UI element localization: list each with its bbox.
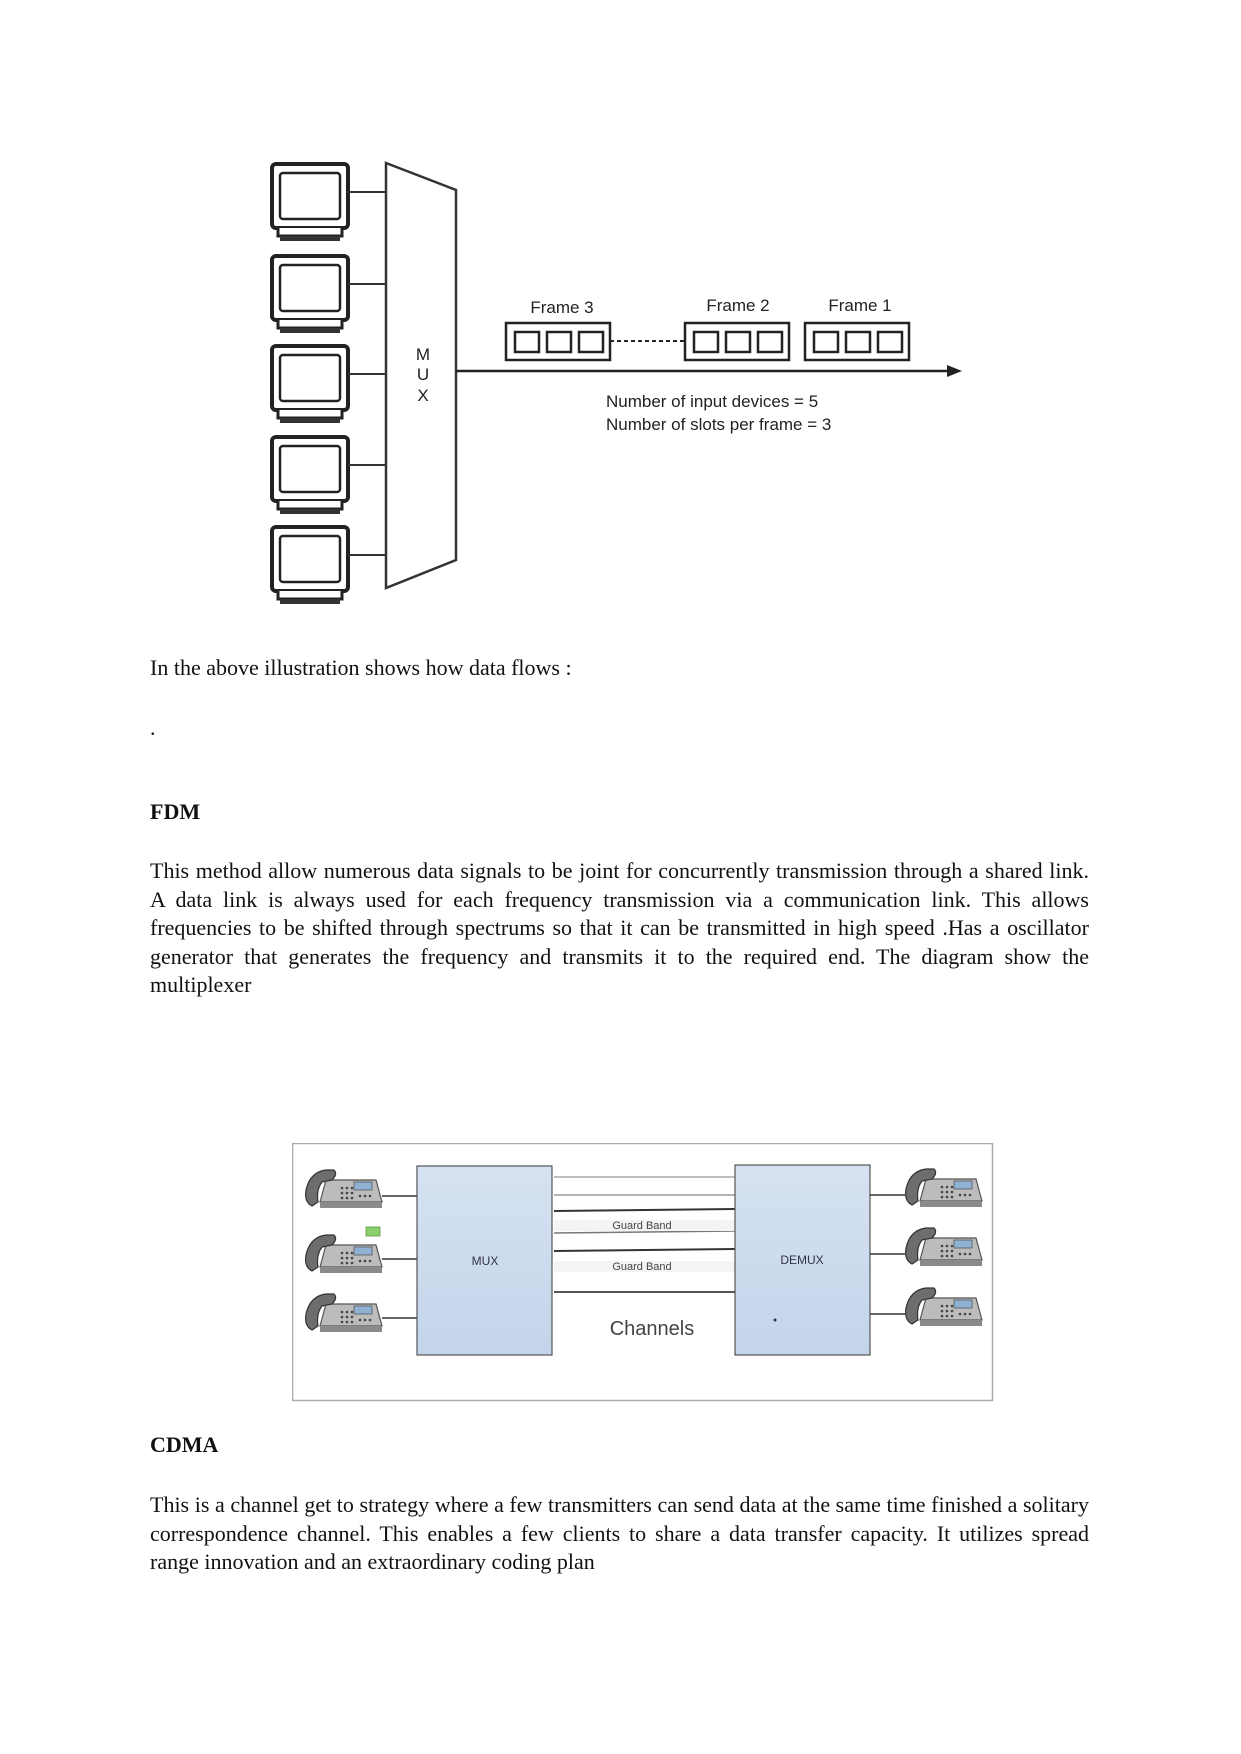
mux-letter-m: M <box>416 345 430 364</box>
demux-dot <box>773 1318 777 1322</box>
cdma-paragraph: This is a channel get to strategy where … <box>150 1492 1089 1574</box>
guard-band-2-label: Guard Band <box>612 1261 671 1273</box>
frame-2-label: Frame 2 <box>706 296 769 315</box>
guard-band-1 <box>554 1220 735 1231</box>
fdm-diagram: MUX Guard Band Guard Band Channels DEMUX <box>292 1143 994 1402</box>
frame-3-box <box>504 321 612 362</box>
mux-label: MUX <box>472 1254 499 1268</box>
device-connectors <box>348 191 386 556</box>
frame-3-label: Frame 3 <box>530 298 593 317</box>
status-led-icon <box>365 1226 381 1237</box>
guard-band-2 <box>554 1261 735 1272</box>
tdm-diagram: M U X Frame 3 Frame 2 Frame 1 Number of … <box>270 161 962 606</box>
mux-box <box>416 1165 553 1356</box>
channels-label: Channels <box>610 1318 695 1340</box>
slots-per-frame-note: Number of slots per frame = 3 <box>606 415 831 434</box>
mux-letter-x: X <box>417 386 428 405</box>
mux-block <box>384 161 458 590</box>
input-devices-note: Number of input devices = 5 <box>606 392 818 411</box>
frame-1-label: Frame 1 <box>828 296 891 315</box>
mux-letter-u: U <box>417 365 429 384</box>
guard-band-1-label: Guard Band <box>612 1220 671 1232</box>
demux-label: DEMUX <box>780 1253 823 1267</box>
fdm-heading: FDM <box>150 799 201 824</box>
input-device-4-monitor-icon <box>270 435 350 516</box>
cdma-heading: CDMA <box>150 1432 219 1457</box>
input-device-3-monitor-icon <box>270 344 350 425</box>
frame-2-box <box>683 321 791 362</box>
intro-text: In the above illustration shows how data… <box>150 655 572 680</box>
input-device-1-monitor-icon <box>270 162 350 243</box>
fdm-paragraph: This method allow numerous data signals … <box>150 858 1089 997</box>
output-arrowhead-icon <box>947 365 962 377</box>
input-device-5-monitor-icon <box>270 525 350 606</box>
dot-line: . <box>150 715 156 740</box>
demux-box <box>734 1164 871 1356</box>
frame-1-box <box>803 321 911 362</box>
input-device-2-monitor-icon <box>270 254 350 335</box>
